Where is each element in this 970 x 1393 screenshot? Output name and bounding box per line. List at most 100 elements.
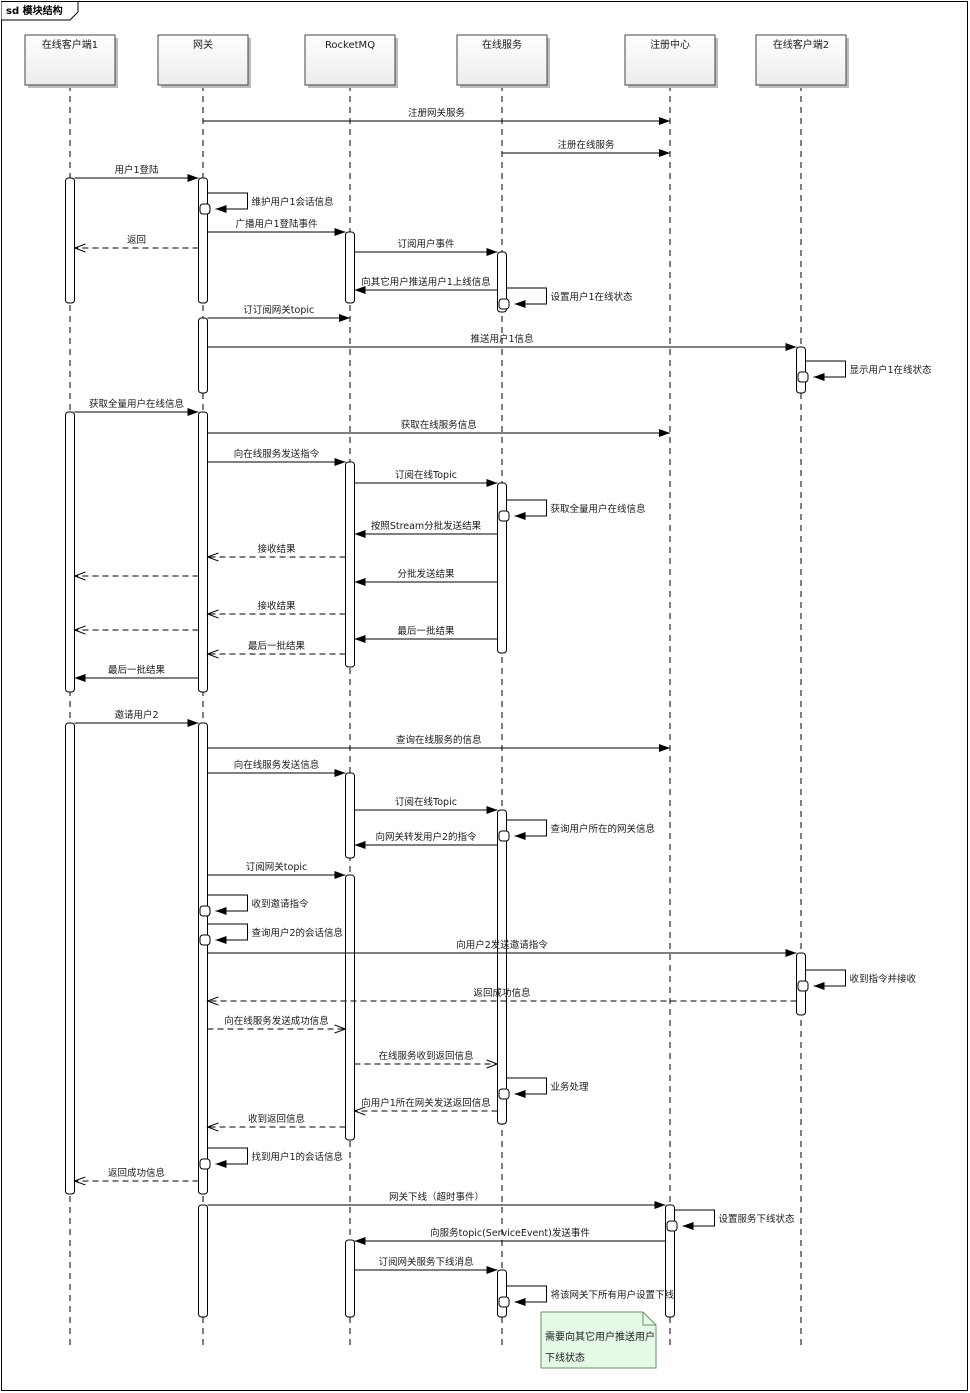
self-activation [199,934,211,946]
message-13: 获取全量用户在线信息 [74,398,199,416]
participant-box-rc [624,34,716,86]
message-25: 最后一批结果 [208,640,346,654]
message-label: 查询用户所在的网关信息 [551,823,656,835]
frame-tab [1,1,79,21]
self-activation [498,830,510,842]
activation-bar [198,722,208,1195]
message-label: 订阅在线Topic [395,469,457,481]
activation-bar [796,346,806,394]
message-label: 向在线服务发送指令 [234,448,320,460]
message-22: 接收结果 [208,600,346,614]
activation-bar [198,1204,208,1318]
message-26: 最后一批结果 [74,664,199,682]
message-label: 推送用户1信息 [470,333,533,345]
message-label: 注册在线服务 [557,139,615,151]
message-label: 邀请用户2 [114,709,158,721]
self-activation [498,298,510,310]
message-44: 找到用户1的会话信息 [199,1147,343,1170]
activations [65,177,806,1318]
message-label: 用户1登陆 [114,164,159,176]
self-activation [199,1158,211,1170]
message-label: 向在线服务发送信息 [234,759,320,771]
message-label: 注册网关服务 [408,107,466,119]
message-42: 向用户1所在网关发送返回信息 [355,1097,498,1111]
message-label: 查询在线服务的信息 [396,734,482,746]
participant-name-os: 在线服务 [482,38,522,51]
participant-name-gw: 网关 [193,38,213,51]
message-46: 网关下线（超时事件） [207,1191,666,1209]
message-label: 最后一批结果 [248,640,306,652]
participant-box-os [456,34,548,86]
note-fold [642,1312,656,1326]
lifelines [69,85,802,1346]
message-15: 向在线服务发送指令 [207,448,346,466]
activation-bar [65,722,75,1195]
message-39: 向在线服务发送成功信息 [207,1015,346,1029]
message-label: 收到邀请指令 [252,898,310,910]
message-9: 设置用户1在线状态 [498,287,633,310]
note: 需要向其它用户推送用户 下线状态 [540,1311,657,1369]
message-19: 接收结果 [208,543,346,557]
message-6: 返回 [75,234,199,248]
activation-bar [65,411,75,693]
message-2: 注册在线服务 [502,139,670,157]
message-43: 收到返回信息 [208,1113,346,1127]
message-34: 收到邀请指令 [199,894,310,917]
activation-bar [345,772,355,859]
message-label: 向其它用户推送用户1上线信息 [361,276,491,288]
message-18: 按照Stream分批发送结果 [354,520,498,538]
message-label: 最后一批结果 [397,625,455,637]
message-4: 维护用户1会话信息 [199,192,334,215]
message-label: 向用户1所在网关发送返回信息 [361,1097,491,1109]
message-label: 返回 [127,234,146,246]
message-label: 网关下线（超时事件） [389,1191,484,1203]
self-activation [797,371,809,383]
activation-bar [198,317,208,394]
participant-box-mq [304,34,396,86]
activation-bar [345,874,355,1141]
message-17: 获取全量用户在线信息 [498,499,646,522]
message-24: 最后一批结果 [354,625,498,643]
message-38: 返回成功信息 [208,987,797,1001]
message-label: 最后一批结果 [108,664,166,676]
message-label: 业务处理 [551,1081,590,1093]
message-27: 邀请用户2 [74,709,199,727]
message-16: 订阅在线Topic [354,469,498,487]
message-45: 返回成功信息 [75,1167,199,1181]
message-label: 订阅网关topic [246,861,307,873]
message-label: 维护用户1会话信息 [252,196,334,208]
participant-name-c1: 在线客户端1 [42,38,98,51]
message-label: 订阅用户事件 [397,238,455,250]
message-label: 查询用户2的会话信息 [252,927,344,939]
message-label: 向网关转发用户2的指令 [375,831,477,843]
self-message-line [207,192,248,213]
message-1: 注册网关服务 [203,107,670,125]
message-32: 向网关转发用户2的指令 [354,831,498,849]
participant-box-c2 [755,34,847,86]
message-label: 显示用户1在线状态 [850,364,933,376]
message-label: 接收结果 [257,600,296,612]
message-label: 将该网关下所有用户设置下线 [551,1289,675,1301]
activation-bar [198,177,208,304]
message-14: 获取在线服务信息 [207,419,670,437]
self-message-line [506,1077,547,1098]
message-50: 将该网关下所有用户设置下线 [498,1285,675,1308]
message-label: 收到返回信息 [248,1113,305,1125]
self-message-line [207,894,248,915]
message-label: 向服务topic(ServiceEvent)发送事件 [430,1227,590,1239]
message-5: 广播用户1登陆事件 [207,218,346,236]
message-31: 查询用户所在的网关信息 [498,819,656,842]
self-message-line [207,923,248,944]
message-35: 查询用户2的会话信息 [199,923,344,946]
message-30: 订阅在线Topic [354,796,498,814]
activation-bar [497,482,507,654]
note-shape [540,1311,657,1369]
message-7: 订阅用户事件 [354,238,498,256]
message-48: 向服务topic(ServiceEvent)发送事件 [354,1227,666,1245]
message-label: 返回成功信息 [108,1167,165,1179]
message-36: 向用户2发送邀请指令 [207,939,797,957]
message-8: 向其它用户推送用户1上线信息 [354,276,498,294]
message-label: 广播用户1登陆事件 [235,218,318,230]
